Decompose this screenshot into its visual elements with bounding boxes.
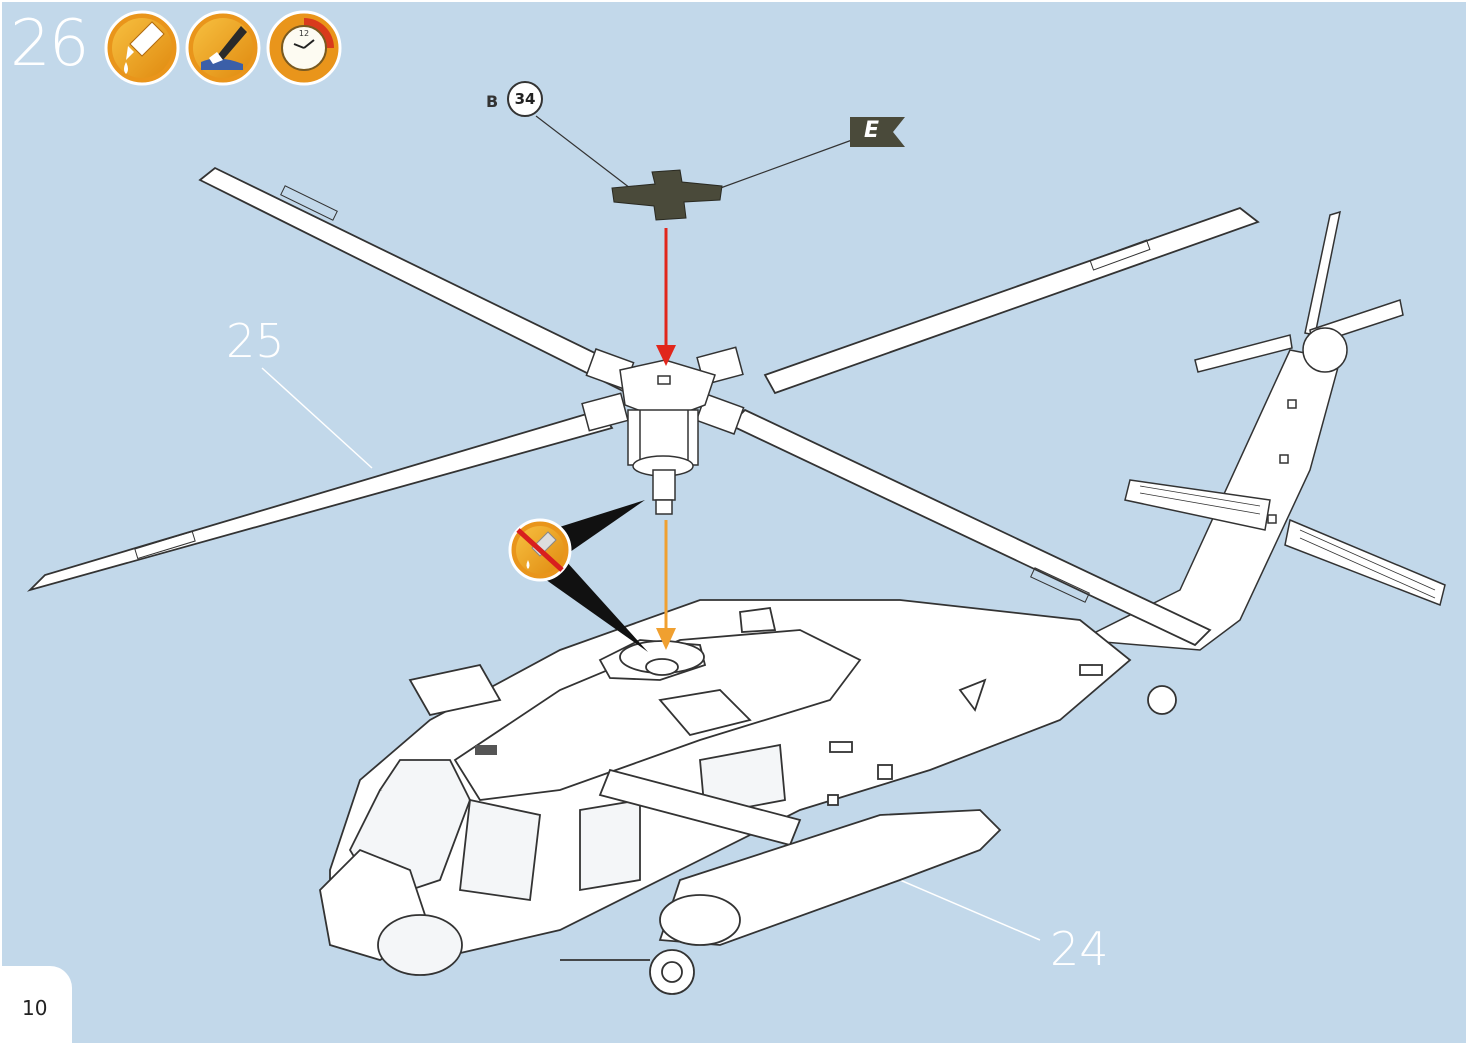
fuselage	[319, 599, 1177, 995]
rotor-hub	[581, 346, 745, 515]
clock-mark-12: 12	[299, 29, 309, 38]
clock-drying-time-icon: 12	[266, 10, 342, 86]
step-number: 26	[10, 7, 89, 81]
callout-fuselage: 24	[1050, 922, 1109, 976]
leader-lines	[261, 115, 1041, 941]
page-number: 10	[22, 996, 48, 1020]
decal-flag-letter: E	[864, 118, 880, 143]
no-glue-callout	[535, 500, 648, 652]
assembly-arrows	[656, 228, 676, 650]
part-number-badge: 34	[507, 81, 543, 117]
main-rotor-blades	[26, 166, 1260, 647]
glue-icon	[104, 10, 180, 86]
callout-main-rotor: 25	[226, 314, 285, 368]
page-number-tab	[0, 966, 72, 1045]
no-glue-icon	[508, 518, 572, 582]
rotor-cap-part	[611, 169, 723, 221]
part-sprue-letter: B	[486, 92, 499, 111]
paint-brush-icon	[185, 10, 261, 86]
tail-section	[1077, 210, 1446, 651]
decal-flag	[850, 117, 905, 147]
